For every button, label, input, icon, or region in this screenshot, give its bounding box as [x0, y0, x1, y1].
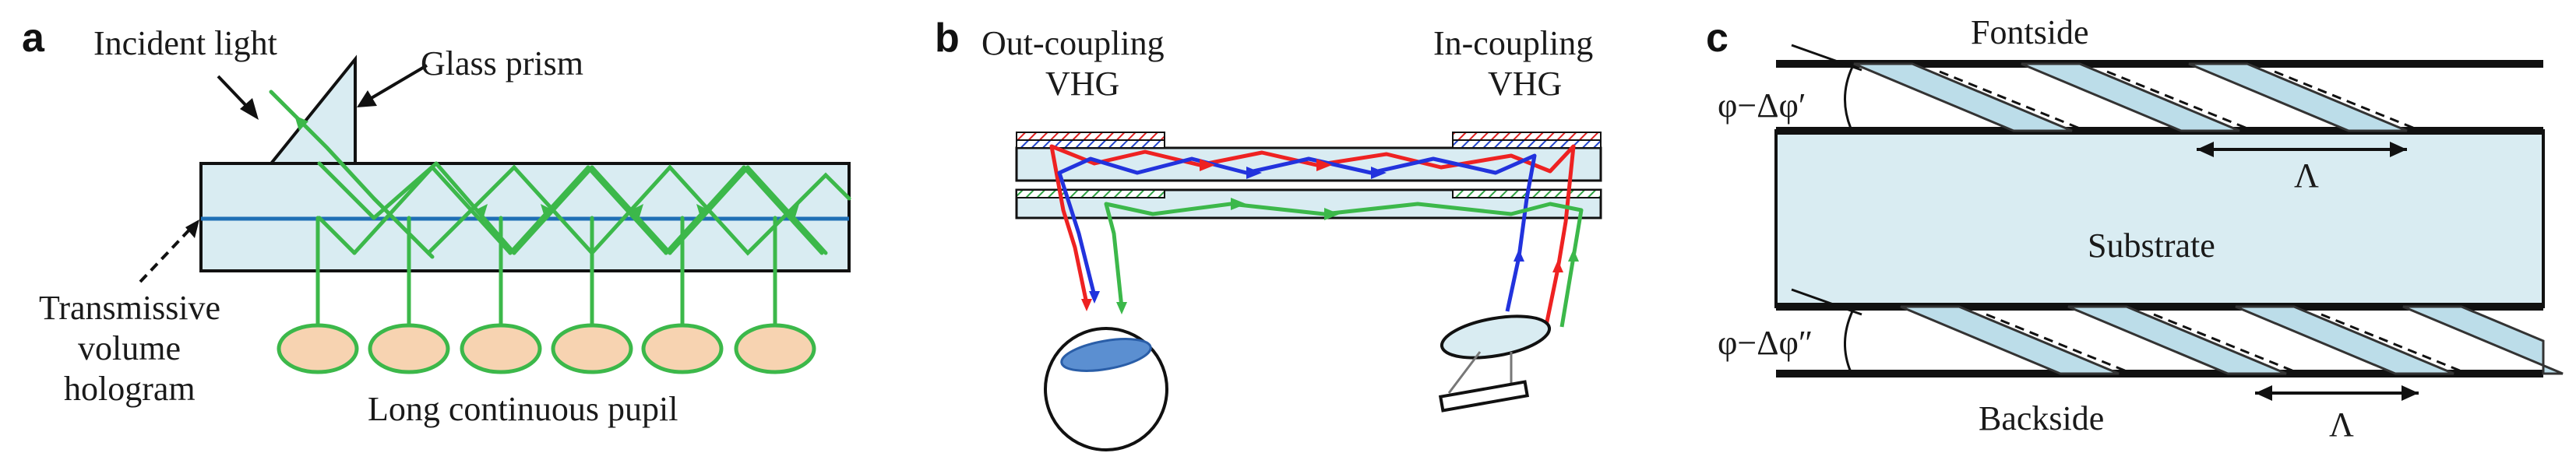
outcoupling-label-line2: VHG	[1045, 65, 1119, 103]
substrate	[1774, 129, 2545, 308]
projector-lens-icon	[1440, 314, 1552, 360]
display-panel-icon	[1438, 380, 1530, 413]
glass-prism-label: Glass prism	[421, 44, 583, 83]
pupil-2	[368, 323, 450, 374]
panel-c: c Substrate Fontside φ−Δφ′ Λ	[1706, 13, 2564, 444]
pupil-6	[734, 323, 816, 374]
bottom-grating-fringes	[1900, 305, 2564, 375]
pupil-label: Long continuous pupil	[368, 390, 678, 428]
bottom-dashed-lines	[1986, 313, 2462, 373]
period-bottom-label: Λ	[2329, 406, 2354, 444]
angle-top-label: φ−Δφ′	[1718, 86, 1806, 125]
glass-prism	[267, 54, 357, 165]
hologram-label-line2: volume	[78, 329, 181, 367]
top-dashed-lines	[1939, 70, 2416, 130]
outcoupling-vhg-blue	[1016, 139, 1165, 149]
eye-pupil	[1060, 338, 1152, 372]
incoupling-label-line2: VHG	[1488, 65, 1562, 103]
panel-b-label: b	[935, 16, 960, 61]
pupil-1	[277, 323, 359, 374]
panel-b-arrowheads	[1081, 159, 1579, 314]
hologram-label-line1: Transmissive	[39, 289, 220, 327]
angle-bottom-label: φ−Δφ″	[1718, 324, 1813, 362]
outcoupling-vhg-red	[1016, 132, 1165, 141]
top-grating-fringes	[1853, 62, 2408, 132]
pupil-3	[460, 323, 542, 374]
hologram-label-line3: hologram	[64, 370, 196, 408]
pupil-5	[641, 323, 724, 374]
outcoupling-vhg-green	[1016, 189, 1165, 198]
panel-c-label: c	[1706, 16, 1728, 61]
frontside-label: Fontside	[1971, 13, 2089, 51]
panel-a-label: a	[22, 16, 45, 61]
pupil-4	[551, 323, 633, 374]
incoupling-vhg-blue	[1452, 139, 1602, 149]
substrate-label: Substrate	[2088, 226, 2215, 265]
backside-label: Backside	[1979, 399, 2104, 437]
top-angle-arc	[1844, 66, 1854, 129]
incoupling-label-line1: In-coupling	[1433, 24, 1593, 62]
incoupling-vhg-red	[1452, 132, 1602, 141]
period-top-label: Λ	[2294, 156, 2319, 195]
panel-a: a	[22, 16, 851, 428]
outcoupling-label-line1: Out-coupling	[981, 24, 1165, 62]
incident-light-label: Incident light	[93, 24, 277, 62]
pupil-ellipses	[277, 323, 816, 374]
panel-b: b Out-coupling VHG In-coupling VHG	[935, 16, 1602, 451]
bottom-angle-arc	[1844, 311, 1854, 373]
